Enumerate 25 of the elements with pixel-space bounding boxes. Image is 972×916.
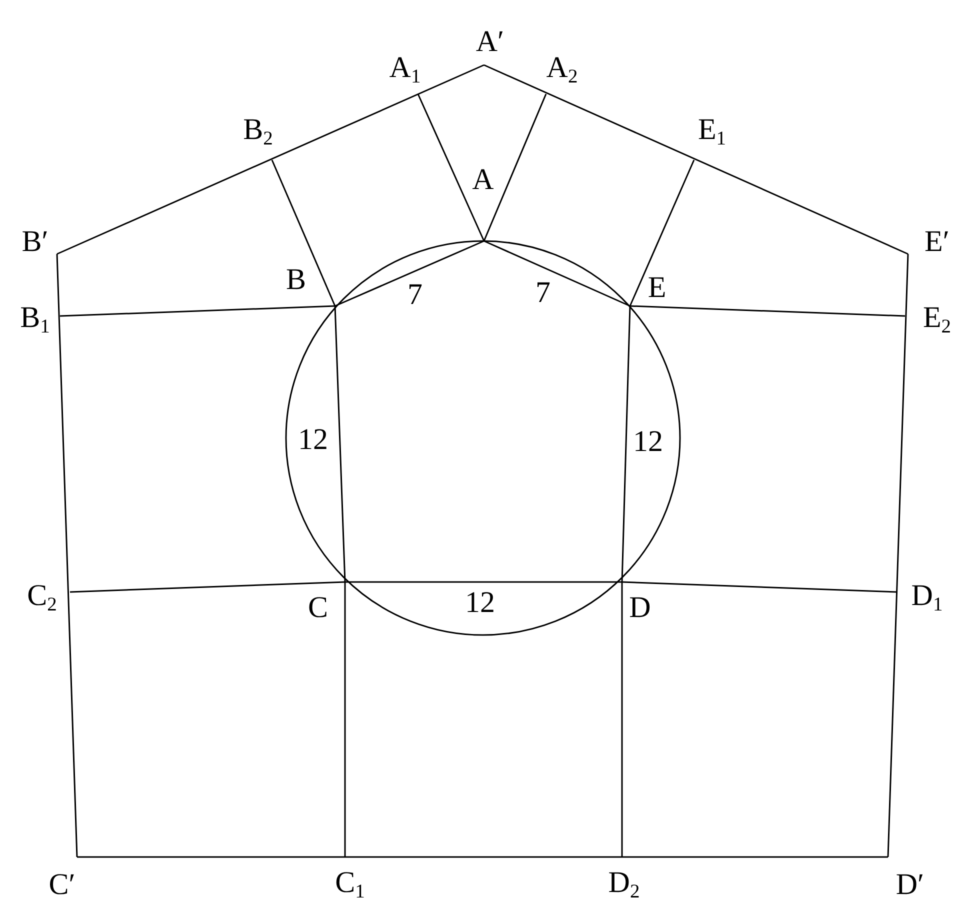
point-label: 7 <box>536 278 550 308</box>
point-label: B$_{2}$ <box>243 114 273 150</box>
point-label: D <box>629 593 651 623</box>
point-label: A$_{1}$ <box>389 52 421 88</box>
point-label: 7 <box>408 280 422 310</box>
point-label: 12 <box>298 425 328 455</box>
point-label: E <box>648 273 666 303</box>
point-label: C′ <box>48 870 76 900</box>
point-label: A′ <box>476 27 504 57</box>
point-label: D$_{2}$ <box>608 868 640 902</box>
point-label: D′ <box>896 870 924 900</box>
point-label: A$_{2}$ <box>546 52 578 88</box>
point-label: C$_{2}$ <box>27 580 57 616</box>
point-label: E$_{2}$ <box>922 302 952 338</box>
point-label: C$_{1}$ <box>335 868 365 902</box>
point-label: 12 <box>465 588 495 618</box>
point-label: E′ <box>924 227 950 257</box>
point-label: E$_{1}$ <box>698 114 726 150</box>
point-label: 12 <box>633 427 663 457</box>
point-label: A <box>472 165 494 195</box>
point-label: B′ <box>22 227 48 257</box>
point-label: B$_{1}$ <box>20 302 50 338</box>
point-label: D$_{1}$ <box>911 580 943 616</box>
point-label: C <box>308 593 328 623</box>
point-label: B <box>286 265 306 295</box>
